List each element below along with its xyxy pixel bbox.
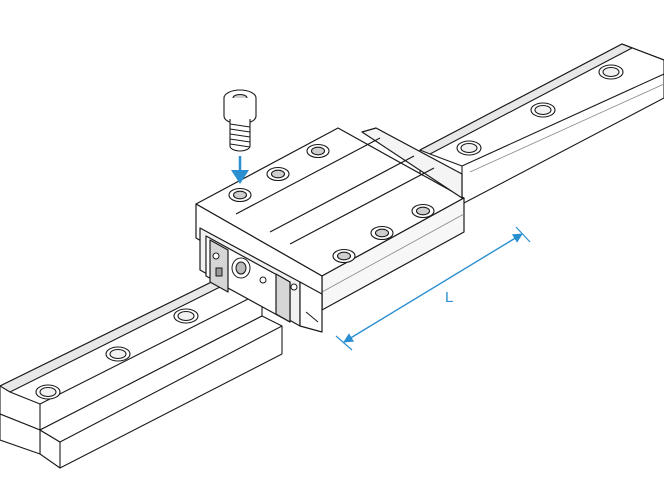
carriage-block: [195, 127, 465, 333]
rail-lower-holes: [35, 308, 199, 400]
dimension-label: L: [445, 289, 453, 306]
rail-lower: [0, 269, 283, 469]
rail-upper: [419, 43, 664, 205]
rail-upper-holes: [456, 64, 624, 156]
dimension-arrow-icon: [335, 226, 531, 351]
arrow-down-icon: [231, 156, 249, 184]
screw-icon: [223, 89, 257, 152]
end-plate-details: [212, 252, 298, 291]
